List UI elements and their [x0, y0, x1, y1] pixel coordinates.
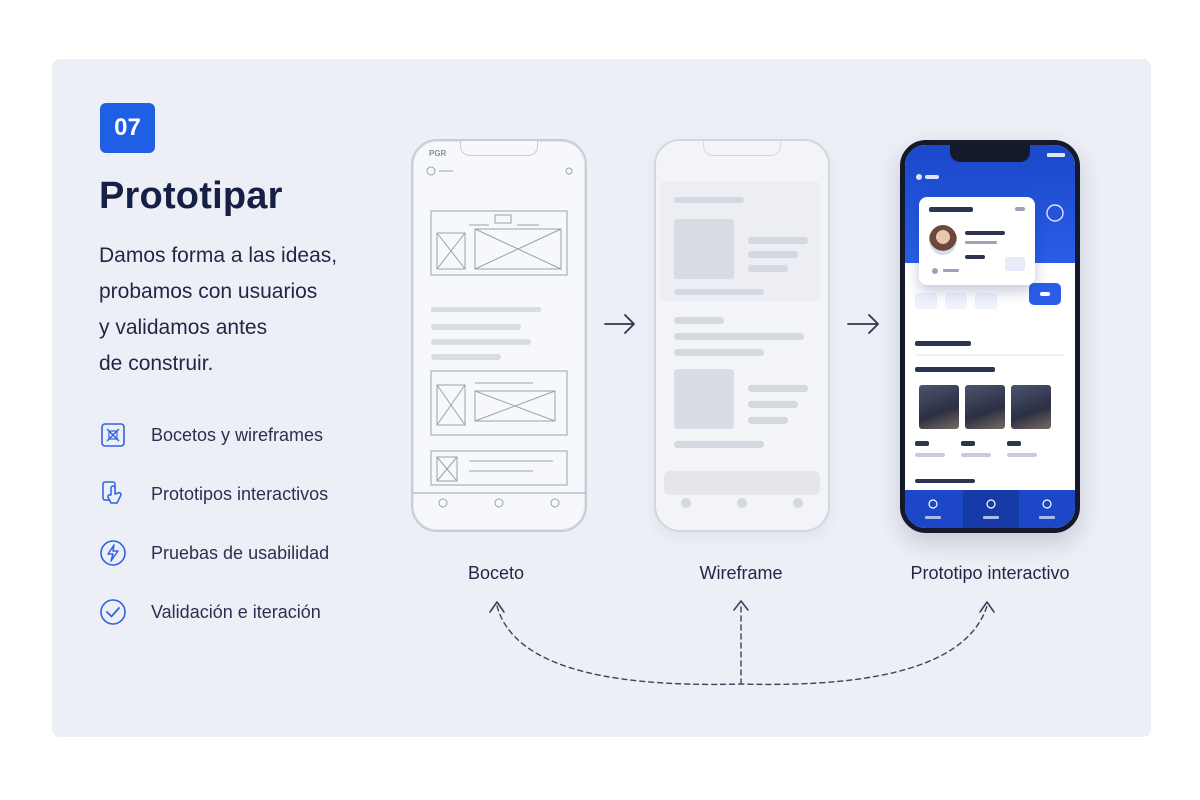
content-thumbnail — [919, 385, 959, 429]
feature-item-pruebas: Pruebas de usabilidad — [99, 539, 399, 567]
wireframe-phone-mockup — [654, 139, 830, 532]
feature-label: Pruebas de usabilidad — [151, 542, 330, 563]
description-line: y validamos antes — [99, 316, 268, 339]
content-thumbnail — [1011, 385, 1051, 429]
stage-label-wireframe: Wireframe — [699, 563, 783, 583]
stage-label-boceto: Boceto — [467, 563, 525, 583]
content-thumbnail — [965, 385, 1005, 429]
check-circle-icon — [99, 598, 127, 626]
phone-notch — [460, 141, 538, 156]
sketch-phone-mockup: PGR — [411, 139, 587, 532]
feature-label: Bocetos y wireframes — [151, 424, 324, 445]
prototype-tab-bar — [905, 490, 1075, 528]
page-title: Prototipar — [99, 175, 283, 217]
phone-notch — [950, 145, 1030, 162]
description: Damos forma a las ideas, probamos con us… — [99, 238, 399, 382]
prototype-phone-mockup — [900, 140, 1080, 533]
step-number-badge: 07 — [100, 103, 155, 153]
stage-label-prototipo: Prototipo interactivo — [910, 563, 1070, 583]
feature-item-validacion: Validación e iteración — [99, 598, 399, 626]
sketch-wireframe-drawing — [413, 166, 585, 508]
profile-card — [919, 197, 1035, 285]
feature-label: Validación e iteración — [151, 601, 321, 622]
feature-item-prototipos: Prototipos interactivos — [99, 480, 399, 508]
description-line: Damos forma a las ideas, — [99, 244, 338, 267]
wireframe-icon — [99, 421, 127, 449]
avatar — [929, 225, 957, 255]
tab-bar-icons — [925, 499, 1055, 519]
status-bar-text: PGR — [429, 149, 447, 158]
description-line: probamos con usuarios — [99, 280, 318, 303]
active-tab — [963, 490, 1019, 528]
feature-label: Prototipos interactivos — [151, 483, 329, 504]
touch-icon — [99, 480, 127, 508]
lightning-icon — [99, 539, 127, 567]
prototype-app-screen — [915, 153, 1065, 483]
phone-notch — [703, 141, 781, 156]
feature-item-bocetos: Bocetos y wireframes — [99, 421, 399, 449]
wireframe-layout-drawing — [660, 181, 820, 508]
profile-card-content — [929, 207, 1025, 274]
description-line: de construir. — [99, 352, 214, 375]
